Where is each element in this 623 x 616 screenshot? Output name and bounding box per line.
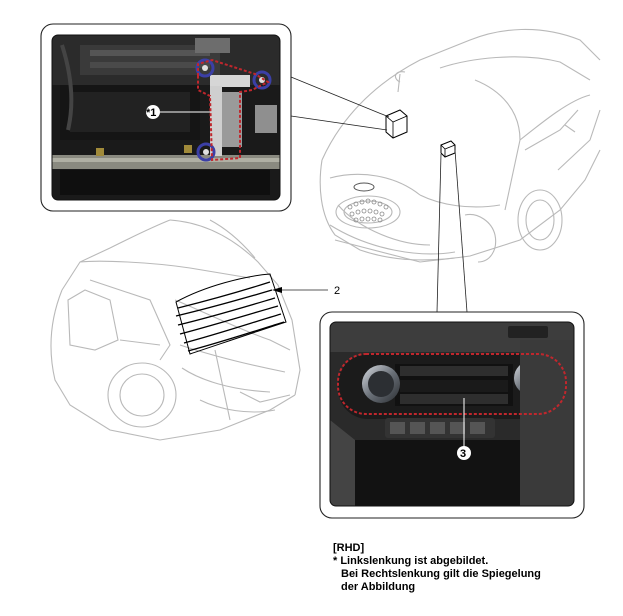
climate-control-photo <box>330 322 574 506</box>
front-car-outline <box>319 28 601 263</box>
callout-2-label: 2 <box>334 285 340 297</box>
callout-3-label: 3 <box>460 448 466 460</box>
engine-bay-photo-frame <box>40 23 292 212</box>
front-car-grille <box>347 198 389 223</box>
rear-glass-defroster-lines <box>175 281 285 352</box>
location-marker-3 <box>440 140 456 158</box>
notes-line-3: der Abbildung <box>341 581 416 593</box>
engine-bay-photo <box>52 35 280 200</box>
climate-control-photo-frame <box>319 311 585 519</box>
notes-header: [RHD] <box>333 542 365 554</box>
leader-lines <box>282 76 468 313</box>
location-marker-1 <box>385 109 408 139</box>
notes-block: [RHD] * Linkslenkung ist abgebildet. Bei… <box>333 542 613 594</box>
notes-line-1: * Linkslenkung ist abgebildet. <box>333 555 489 567</box>
rear-glass-frame <box>175 273 287 355</box>
callout-1-label: *1 <box>146 107 156 119</box>
callout-2-arrow <box>272 287 282 293</box>
notes-line-2: Bei Rechtslenkung gilt die Spiegelung <box>341 568 541 580</box>
front-car-logo <box>353 182 375 192</box>
